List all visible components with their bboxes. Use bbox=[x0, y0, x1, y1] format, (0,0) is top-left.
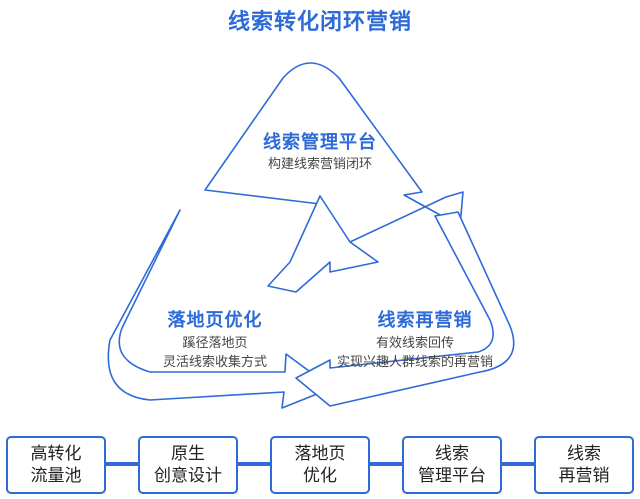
segment-line-landing-2: 灵活线索收集方式 bbox=[162, 355, 267, 370]
segment-subtitle-platform: 构建线索营销闭环 bbox=[267, 157, 372, 172]
diagram-title: 线索转化闭环营销 bbox=[227, 10, 412, 35]
flow-step-label-1: 线索 bbox=[435, 444, 469, 464]
flow-step-label-1: 原生 bbox=[171, 444, 205, 464]
cycle-center-triangle bbox=[267, 195, 379, 293]
segment-line-landing-1: 蹊径落地页 bbox=[182, 336, 248, 351]
flow-step-label-1: 线索 bbox=[567, 444, 601, 464]
flow-step-traffic-pool: 高转化 流量池 bbox=[6, 436, 106, 494]
flow-step-remarketing: 线索 再营销 bbox=[534, 436, 634, 494]
flow-step-label-2: 优化 bbox=[303, 466, 337, 486]
segment-lines-remarketing: 有效线索回传 实现兴趣人群线索的再营销 bbox=[310, 334, 520, 372]
flow-step-label-2: 管理平台 bbox=[418, 466, 486, 486]
segment-title-platform: 线索管理平台 bbox=[263, 132, 377, 153]
flow-step-label-2: 流量池 bbox=[30, 466, 82, 486]
flow-step-label-1: 落地页 bbox=[294, 444, 346, 464]
recycle-cycle-diagram bbox=[107, 62, 515, 409]
segment-line-remarketing-1: 有效线索回传 bbox=[375, 336, 454, 351]
flow-step-lead-platform: 线索 管理平台 bbox=[402, 436, 502, 494]
segment-title-remarketing: 线索再营销 bbox=[377, 310, 473, 331]
flow-step-label-2: 创意设计 bbox=[154, 466, 222, 486]
flow-step-label-2: 再营销 bbox=[558, 466, 610, 486]
cycle-arrow-top bbox=[204, 62, 464, 243]
flow-step-landing-page: 落地页 优化 bbox=[270, 436, 370, 494]
flow-step-label-1: 高转化 bbox=[30, 444, 82, 464]
flow-step-creative-design: 原生 创意设计 bbox=[138, 436, 238, 494]
segment-title-landing: 落地页优化 bbox=[167, 310, 263, 331]
segment-line-remarketing-2: 实现兴趣人群线索的再营销 bbox=[336, 355, 493, 370]
segment-lines-landing: 蹊径落地页 灵活线索收集方式 bbox=[130, 334, 300, 372]
cycle-arrow-right bbox=[295, 211, 515, 407]
